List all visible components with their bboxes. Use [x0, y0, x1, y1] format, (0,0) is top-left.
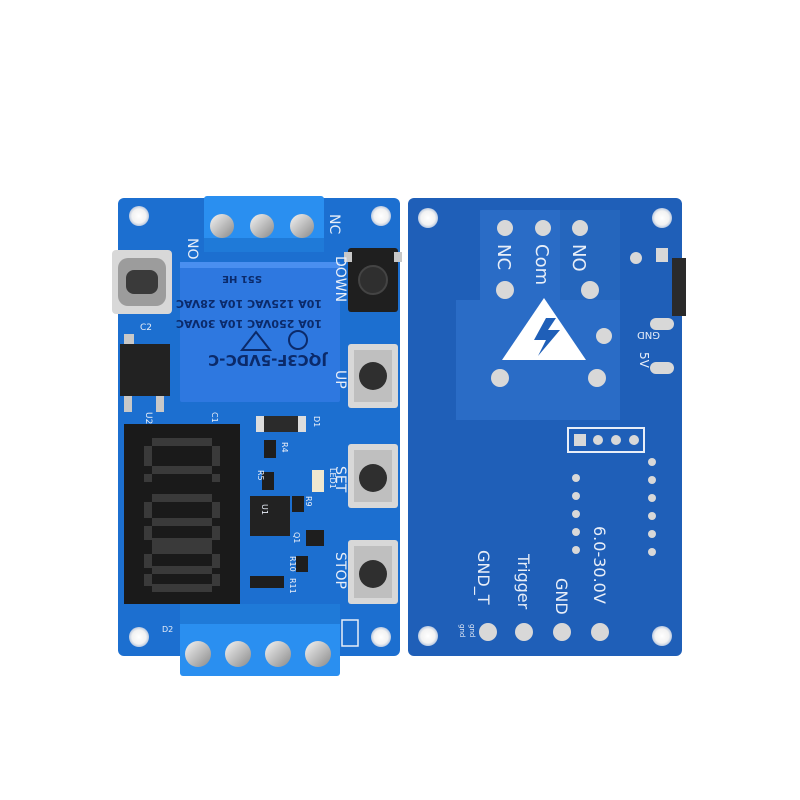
- solder-pad: [535, 220, 551, 236]
- label-c2: C2: [140, 323, 152, 333]
- solder-pad: [581, 281, 599, 299]
- label-r4: R4: [280, 442, 289, 453]
- label-d1: D1: [312, 416, 321, 427]
- relay-text-line-2: 10A 250VAC 10A 30VAC: [176, 317, 322, 330]
- set-button[interactable]: [348, 444, 398, 508]
- resistor-r4: [264, 440, 276, 458]
- power-label-gnd: GND: [637, 329, 660, 340]
- relay-text-line-3: 10A 125VAC 10A 28VAC: [176, 297, 322, 310]
- back-board: NC Com NO GND 5V: [408, 198, 686, 656]
- button-label-stop: STOP: [332, 552, 348, 589]
- label-q1: Q1: [292, 532, 301, 543]
- high-voltage-warning-icon: [502, 298, 586, 360]
- mount-hole: [418, 208, 438, 228]
- relay-pin-label-no: NO: [568, 244, 589, 272]
- resistor-r10: [296, 556, 308, 572]
- bottom-terminal-block: [180, 604, 340, 676]
- led1: [312, 470, 324, 492]
- label-r10: R10: [288, 556, 297, 572]
- label-u2: U2: [143, 412, 153, 424]
- terminal-label-nc: NC: [326, 214, 342, 234]
- input-pad: [479, 623, 497, 641]
- input-pad: [515, 623, 533, 641]
- cert-icon: [288, 330, 308, 350]
- 5v-pad: [650, 362, 674, 374]
- relay: JQC3F-5VDC-C 10A 250VAC 10A 30VAC 10A 12…: [176, 262, 340, 402]
- mount-hole: [652, 626, 672, 646]
- label-d2: D2: [162, 625, 173, 634]
- down-button[interactable]: [344, 248, 402, 312]
- power-label-5v: 5V: [637, 352, 651, 369]
- solder-pad: [572, 220, 588, 236]
- mount-hole: [652, 208, 672, 228]
- screw-icon: [225, 641, 251, 667]
- screw-icon: [250, 214, 274, 238]
- digit: [144, 438, 220, 482]
- solder-pad: [596, 328, 612, 344]
- input-label-gnd: GND: [552, 578, 571, 615]
- up-button[interactable]: [348, 344, 398, 408]
- terminal-label-no: NO: [184, 238, 200, 260]
- solder-pad: [630, 252, 642, 264]
- stop-button[interactable]: [348, 540, 398, 604]
- relay-model-num: S51 HE: [222, 273, 262, 284]
- top-terminal-block: [204, 196, 324, 252]
- screw-icon: [210, 214, 234, 238]
- resistor-r5: [262, 472, 274, 490]
- label-r9: R9: [304, 496, 313, 507]
- usb-c-port: [112, 250, 172, 314]
- small-label-gnd-1: gnd: [458, 624, 466, 637]
- digit: [144, 494, 220, 546]
- mount-hole: [129, 627, 149, 647]
- label-c1: C1: [210, 412, 219, 423]
- front-board: NO NC HW-521B V6.1 JQC3F-5VDC-C 10A 250V…: [112, 196, 402, 676]
- label-r11: R11: [288, 578, 297, 594]
- input-label-gnd-t: GND_T: [473, 550, 493, 605]
- screw-icon: [305, 641, 331, 667]
- input-pad: [591, 623, 609, 641]
- relay-pin-label-com: Com: [531, 244, 552, 285]
- solder-pad: [491, 369, 509, 387]
- label-u1: U1: [260, 504, 269, 515]
- screw-icon: [290, 214, 314, 238]
- seven-segment-display: [124, 424, 240, 604]
- pin-header: [567, 427, 645, 453]
- resistor-r9: [292, 496, 304, 512]
- button-label-set: SET: [332, 466, 348, 493]
- screw-icon: [185, 641, 211, 667]
- digit: [144, 546, 220, 592]
- mount-hole: [129, 206, 149, 226]
- ic-pads-left: [572, 474, 580, 554]
- relay-pin-label-nc: NC: [493, 244, 514, 270]
- label-led1: LED1: [328, 468, 337, 489]
- voltage-regulator: [120, 334, 170, 412]
- mount-hole: [418, 626, 438, 646]
- resistor-r11: [250, 576, 284, 588]
- ic-pads-right: [648, 458, 656, 556]
- solder-pad: [497, 220, 513, 236]
- solder-pad: [588, 369, 606, 387]
- mount-hole: [371, 206, 391, 226]
- relay-text-line-1: JQC3F-5VDC-C: [208, 351, 328, 369]
- screw-icon: [265, 641, 291, 667]
- button-label-down: DOWN: [332, 256, 348, 302]
- diode-d1: [256, 416, 306, 432]
- solder-pad: [496, 281, 514, 299]
- label-r5: R5: [256, 470, 265, 481]
- input-label-trigger: Trigger: [514, 553, 533, 610]
- input-pad: [553, 623, 571, 641]
- small-label-gnd-2: gnd: [468, 624, 476, 637]
- input-label-voltage: 6.0-30.0V: [590, 526, 609, 604]
- usb-c-port-back: [672, 258, 686, 316]
- mount-hole: [371, 627, 391, 647]
- button-label-up: UP: [332, 370, 348, 389]
- gnd-pad: [650, 318, 674, 330]
- transistor-q1: [306, 530, 324, 546]
- jumper-pads: [341, 619, 359, 647]
- optocoupler-u1: [250, 496, 290, 536]
- warning-triangle-icon: [239, 330, 273, 351]
- smd-pad: [656, 248, 668, 262]
